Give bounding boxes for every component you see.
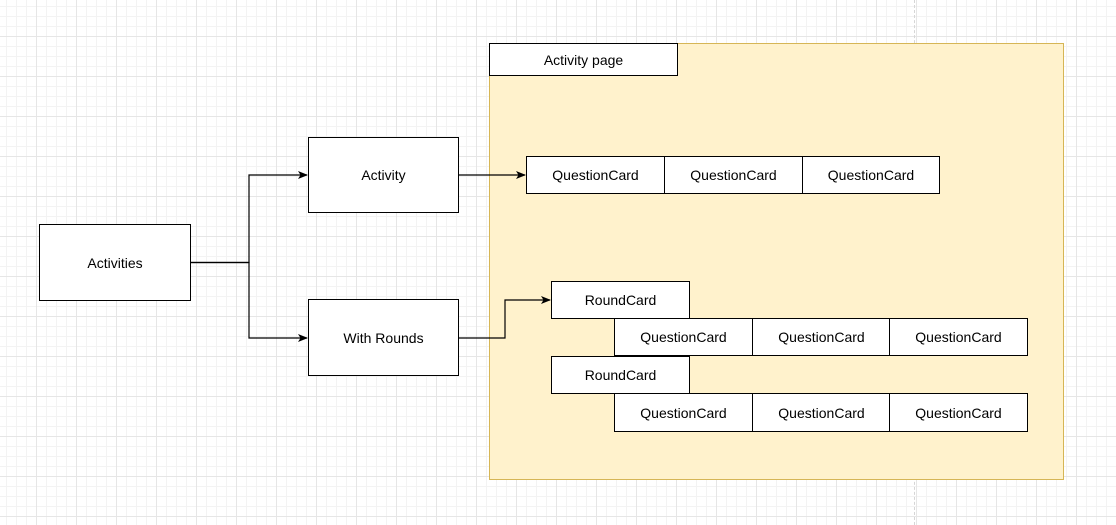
round-2-question-card-2[interactable]: QuestionCard — [752, 393, 891, 432]
activities-node[interactable]: Activities — [39, 224, 191, 301]
activity-question-card-3[interactable]: QuestionCard — [802, 156, 940, 194]
activity-question-card-2[interactable]: QuestionCard — [664, 156, 803, 194]
round-1-question-card-2[interactable]: QuestionCard — [752, 318, 891, 356]
edge-with-rounds-to-round-card[interactable] — [459, 296, 551, 339]
round-1-question-card-3[interactable]: QuestionCard — [889, 318, 1028, 356]
activity-node[interactable]: Activity — [308, 137, 459, 213]
edge-activities-to-activity[interactable] — [190, 171, 308, 264]
round-1-question-card-1[interactable]: QuestionCard — [614, 318, 753, 356]
activity-page-title[interactable]: Activity page — [489, 43, 678, 76]
round-2-question-card-1[interactable]: QuestionCard — [614, 393, 753, 432]
with-rounds-node[interactable]: With Rounds — [308, 299, 459, 376]
edge-activities-to-with-rounds[interactable] — [190, 261, 308, 342]
activity-question-card-1[interactable]: QuestionCard — [526, 156, 665, 194]
round-2-question-card-3[interactable]: QuestionCard — [889, 393, 1028, 432]
